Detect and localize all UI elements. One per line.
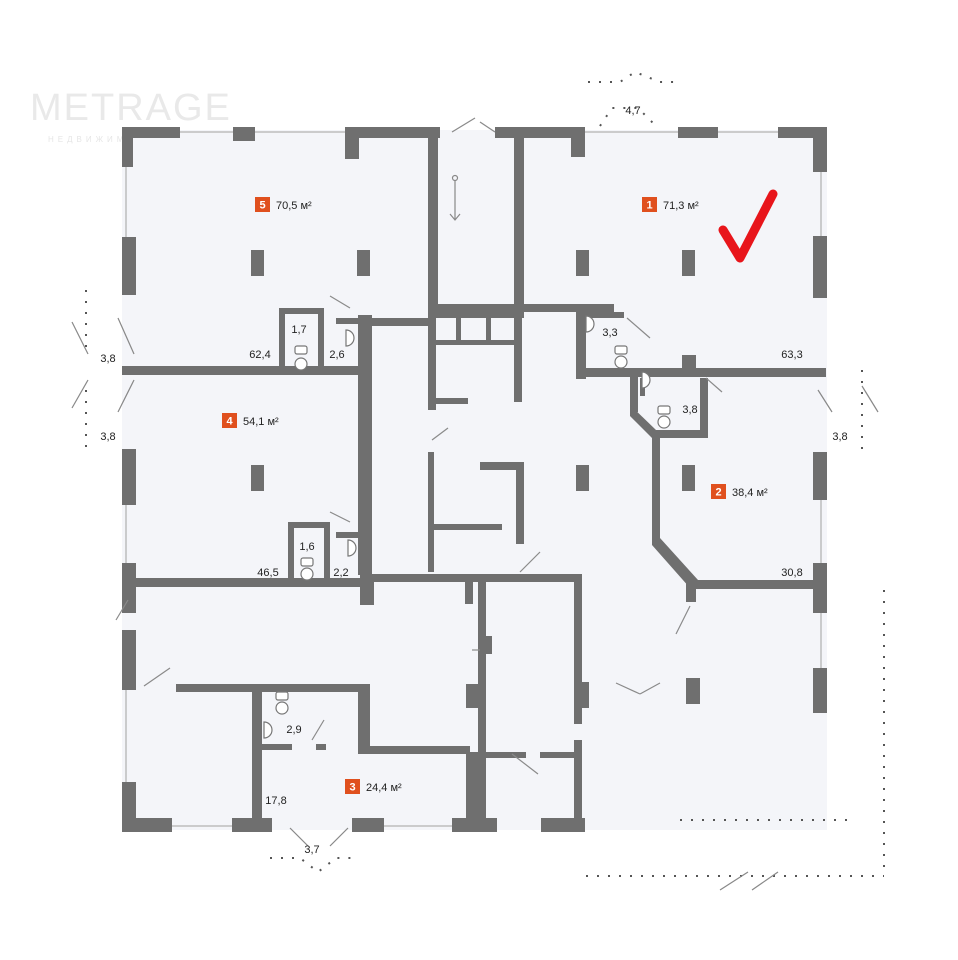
room-u4-main: 46,5 <box>257 567 278 579</box>
terrace-doors <box>71 317 879 891</box>
unit-number: 3 <box>349 782 355 794</box>
unit-area: 54,1 м² <box>243 416 279 428</box>
room-u3-bath: 2,9 <box>286 724 301 736</box>
walls <box>122 127 827 832</box>
room-u1-bath-a: 3,3 <box>602 327 617 339</box>
room-u3-main: 17,8 <box>265 795 286 807</box>
unit-area: 24,4 м² <box>366 782 402 794</box>
unit-area: 71,3 м² <box>663 200 699 212</box>
sink-icon <box>263 315 651 739</box>
unit-label-2[interactable]: 2 38,4 м² <box>711 484 768 499</box>
checkmark-icon <box>718 189 778 263</box>
unit-label-3[interactable]: 3 24,4 м² <box>345 779 402 794</box>
room-u5-main: 62,4 <box>249 349 270 361</box>
dim-top-entry: 4,7 <box>625 105 640 117</box>
unit-badge <box>222 413 237 428</box>
unit-area: 70,5 м² <box>276 200 312 212</box>
room-u4-small-b: 2,2 <box>333 567 348 579</box>
door-swings <box>115 117 723 775</box>
unit-number: 4 <box>226 416 233 428</box>
room-u5-small-b: 2,6 <box>329 349 344 361</box>
unit-number: 5 <box>259 200 265 212</box>
watermark: METRAGE НЕДВИЖИМОСТЬ <box>30 87 232 144</box>
staircase-arrow-icon <box>449 174 461 221</box>
room-u4-small-a: 1,6 <box>299 541 314 553</box>
unit-label-4[interactable]: 4 54,1 м² <box>222 413 279 428</box>
unit-number: 1 <box>646 200 652 212</box>
dim-bottom-entry: 3,7 <box>304 844 319 856</box>
room-u1-main: 63,3 <box>781 349 802 361</box>
watermark-tagline: НЕДВИЖИМОСТЬ <box>48 135 165 144</box>
watermark-brand: METRAGE <box>30 87 232 129</box>
room-u1-bath-b: 3,8 <box>682 404 697 416</box>
unit-number: 2 <box>715 487 721 499</box>
room-area-labels: 4,7 3,8 3,8 3,8 3,7 62,4 1,7 2,6 46,5 1,… <box>100 105 847 856</box>
floor-area <box>122 130 827 830</box>
unit-area: 38,4 м² <box>732 487 768 499</box>
dim-right-side: 3,8 <box>832 431 847 443</box>
unit-badge <box>255 197 270 212</box>
unit-badge <box>711 484 726 499</box>
unit-label-1[interactable]: 1 71,3 м² <box>642 197 699 212</box>
room-u2-main: 30,8 <box>781 567 802 579</box>
terrace-dotted-outlines <box>85 70 885 877</box>
room-u5-small-a: 1,7 <box>291 324 306 336</box>
dim-left-upper: 3,8 <box>100 353 115 365</box>
dim-left-lower: 3,8 <box>100 431 115 443</box>
unit-badge <box>345 779 360 794</box>
unit-label-5[interactable]: 5 70,5 м² <box>255 197 312 212</box>
toilet-icon <box>275 345 671 715</box>
unit-badge <box>642 197 657 212</box>
windows <box>125 131 822 827</box>
